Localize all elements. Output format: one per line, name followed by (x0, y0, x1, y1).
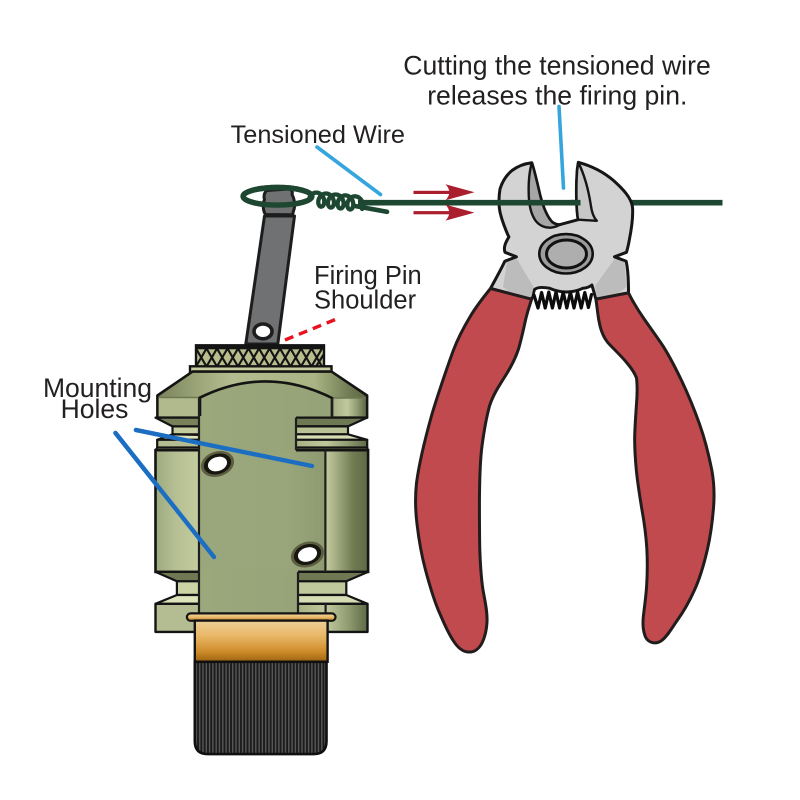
svg-text:Cutting the tensioned wire: Cutting the tensioned wire (403, 51, 711, 81)
svg-text:Holes: Holes (61, 394, 129, 424)
svg-text:Firing Pin: Firing Pin (314, 262, 422, 290)
svg-text:Tensioned Wire: Tensioned Wire (231, 121, 405, 149)
svg-text:Shoulder: Shoulder (314, 287, 417, 315)
svg-text:releases the firing pin.: releases the firing pin. (427, 80, 687, 110)
svg-text:Mounting: Mounting (43, 373, 152, 403)
